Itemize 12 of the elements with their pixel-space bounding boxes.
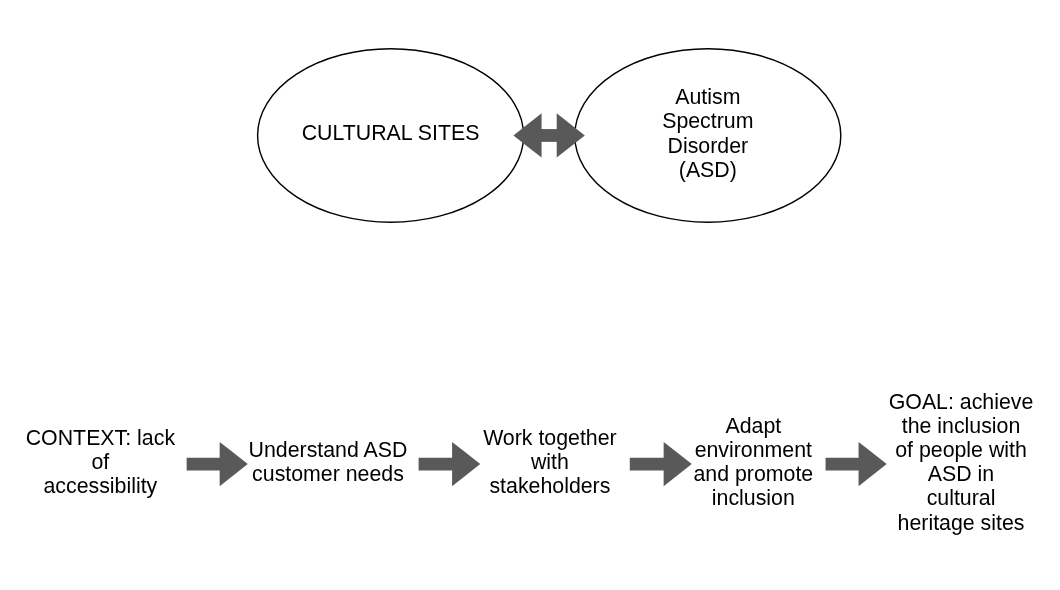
node-text: GOAL: achieve the inclusion of people with ASD in cultural heritage sites	[888, 389, 1034, 535]
arrow	[629, 441, 692, 486]
arrow	[513, 112, 585, 158]
node-text: Work together with stakeholders	[483, 425, 617, 498]
arrow	[825, 441, 887, 486]
node-text: CONTEXT: lack of accessibility	[25, 425, 176, 498]
arrow	[418, 441, 481, 486]
arrow	[186, 441, 248, 486]
node-text: Adapt environment and promote inclusion	[693, 413, 814, 510]
node-ellipse: Autism Spectrum Disorder (ASD)	[574, 47, 842, 223]
node-text: Understand ASD customer needs	[248, 437, 408, 486]
node-ellipse: CULTURAL SITES	[256, 47, 525, 223]
